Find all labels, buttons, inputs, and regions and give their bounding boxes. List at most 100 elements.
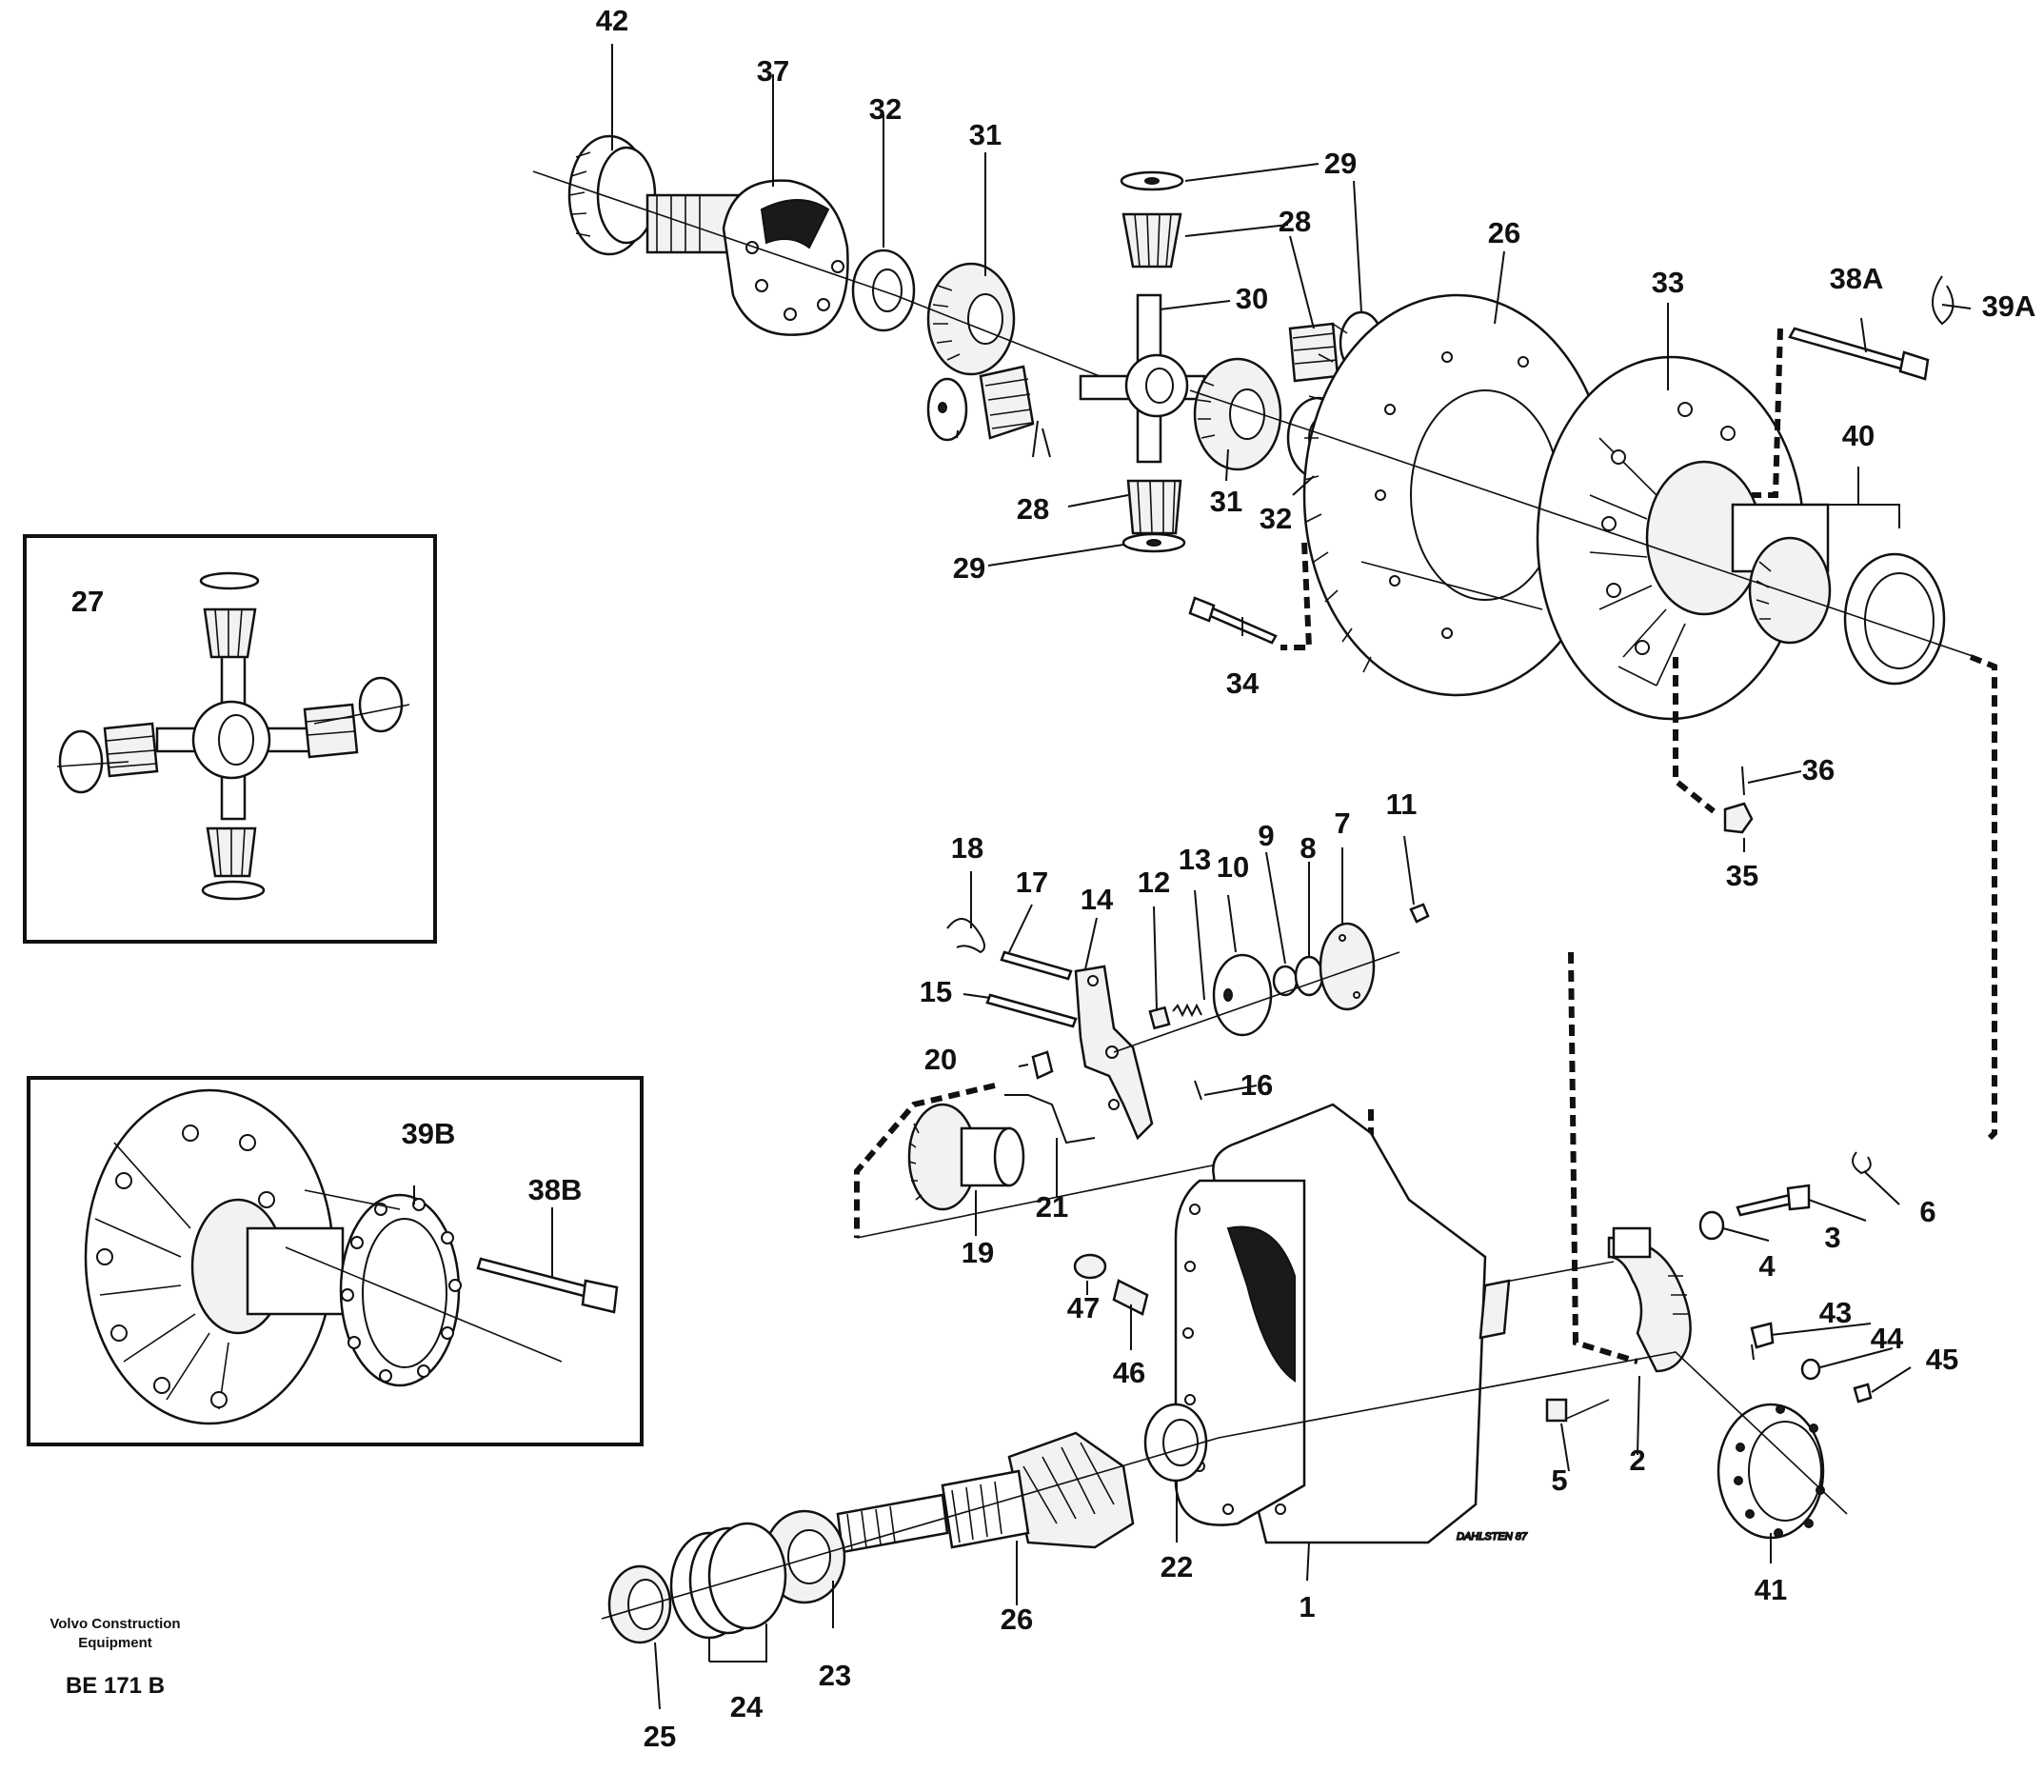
publisher-credit: Volvo Construction Equipment BE 171 B bbox=[50, 1616, 180, 1699]
label-30: 30 bbox=[1236, 282, 1268, 315]
part-24-shims bbox=[669, 1522, 787, 1640]
label-44: 44 bbox=[1871, 1322, 1904, 1355]
credit-line-1: Volvo Construction bbox=[50, 1616, 180, 1632]
label-26-bottom: 26 bbox=[1001, 1603, 1033, 1636]
label-10: 10 bbox=[1217, 850, 1249, 884]
part-8-o-ring bbox=[1294, 955, 1324, 997]
part-41-adjusting-nut bbox=[1717, 1403, 1825, 1540]
dashed-leader-35 bbox=[1673, 657, 1716, 814]
part-11-screw bbox=[1409, 903, 1430, 924]
dashed-leader-40 bbox=[1969, 654, 1997, 1141]
part-47-nut bbox=[1073, 1253, 1107, 1280]
label-11: 11 bbox=[1386, 787, 1418, 821]
label-9: 9 bbox=[1258, 819, 1274, 852]
part-39A-lock-wire bbox=[1932, 275, 1955, 326]
part-18-spring-clip bbox=[946, 918, 985, 954]
label-47: 47 bbox=[1067, 1291, 1100, 1324]
label-34: 34 bbox=[1226, 667, 1260, 700]
label-14: 14 bbox=[1081, 883, 1114, 916]
label-45: 45 bbox=[1926, 1343, 1958, 1376]
part-12-detent-block bbox=[1148, 1006, 1171, 1030]
label-6: 6 bbox=[1919, 1195, 1935, 1228]
label-33: 33 bbox=[1652, 266, 1684, 299]
credit-line-2: Equipment bbox=[78, 1635, 152, 1651]
label-37: 37 bbox=[757, 54, 789, 88]
label-29-top: 29 bbox=[1324, 147, 1357, 180]
part-20-set-screw bbox=[1031, 1050, 1054, 1080]
label-29-bottom: 29 bbox=[953, 551, 985, 585]
label-22: 22 bbox=[1161, 1550, 1193, 1583]
label-31-upper: 31 bbox=[969, 118, 1002, 151]
part-29-washer-bottom bbox=[1121, 532, 1186, 553]
part-46-pin bbox=[1112, 1279, 1149, 1316]
part-45-screw bbox=[1853, 1383, 1873, 1404]
label-39A: 39A bbox=[1982, 289, 2036, 323]
leader-lines bbox=[413, 44, 1972, 1710]
part-7-cover bbox=[1319, 922, 1376, 1011]
label-18: 18 bbox=[951, 831, 983, 865]
part-28-pinion-gear-left bbox=[979, 365, 1035, 440]
part-29-washer-top bbox=[1120, 170, 1184, 191]
label-3: 3 bbox=[1824, 1221, 1840, 1254]
label-36: 36 bbox=[1802, 753, 1835, 786]
part-13-spring bbox=[1172, 1003, 1202, 1018]
label-16: 16 bbox=[1240, 1068, 1273, 1102]
label-12: 12 bbox=[1138, 866, 1170, 899]
label-20: 20 bbox=[924, 1043, 957, 1076]
label-25: 25 bbox=[644, 1720, 676, 1753]
part-35-nut bbox=[1723, 802, 1754, 834]
part-31-side-gear-lower bbox=[1193, 357, 1282, 471]
label-21: 21 bbox=[1036, 1190, 1068, 1224]
axis-line-housing-right bbox=[1484, 1261, 1615, 1420]
part-36-pin bbox=[1741, 766, 1745, 796]
label-39B: 39B bbox=[402, 1117, 456, 1150]
drawing-mark: DAHLSTEN 87 bbox=[1457, 1531, 1528, 1543]
inset-spider-assembly bbox=[56, 571, 410, 901]
part-44-washer bbox=[1800, 1358, 1821, 1381]
label-42: 42 bbox=[596, 4, 628, 37]
label-28-upper: 28 bbox=[1279, 205, 1311, 238]
part-32-thrust-washer-upper bbox=[851, 249, 916, 332]
part-28-pinion-gear-top bbox=[1121, 212, 1182, 269]
part-29-washer-left bbox=[926, 377, 968, 442]
part-28-pinion-gear-lower bbox=[1126, 479, 1182, 535]
part-31-side-gear-upper bbox=[926, 262, 1016, 376]
label-40: 40 bbox=[1842, 419, 1875, 452]
part-15-pin bbox=[985, 993, 1078, 1028]
label-7: 7 bbox=[1334, 806, 1350, 840]
label-13: 13 bbox=[1179, 843, 1211, 876]
label-24: 24 bbox=[730, 1690, 764, 1723]
label-17: 17 bbox=[1016, 866, 1048, 899]
label-26-top: 26 bbox=[1488, 216, 1520, 249]
part-10-diaphragm bbox=[1212, 953, 1273, 1037]
part-34-bolt bbox=[1188, 596, 1278, 645]
part-26-drive-pinion bbox=[836, 1431, 1135, 1554]
dashed-leader-41 bbox=[1568, 951, 1638, 1364]
part-5-plug bbox=[1545, 1398, 1568, 1423]
part-26-crown-wheel bbox=[1302, 293, 1611, 697]
part-22-bearing bbox=[1143, 1403, 1208, 1483]
label-1: 1 bbox=[1299, 1590, 1315, 1623]
label-32-upper: 32 bbox=[869, 92, 902, 126]
label-5: 5 bbox=[1551, 1463, 1567, 1497]
label-4: 4 bbox=[1758, 1249, 1776, 1283]
label-43: 43 bbox=[1819, 1296, 1852, 1329]
part-9-piston bbox=[1272, 965, 1299, 997]
dashed-leader-34 bbox=[1280, 542, 1313, 650]
dashed-leader-38A bbox=[1752, 328, 1783, 498]
part-19-clutch-sleeve bbox=[907, 1103, 1025, 1211]
label-28-lower: 28 bbox=[1017, 492, 1049, 526]
axis-line-lower-case bbox=[1360, 561, 1657, 687]
label-2: 2 bbox=[1629, 1444, 1645, 1477]
part-33-differential-case bbox=[1536, 355, 1830, 721]
part-16-cotter-pin bbox=[1194, 1080, 1202, 1101]
label-41: 41 bbox=[1755, 1573, 1787, 1606]
label-35: 35 bbox=[1726, 859, 1758, 892]
part-3-bolt bbox=[1736, 1184, 1811, 1217]
part-21-shift-rod-bracket bbox=[1004, 1094, 1096, 1145]
label-27: 27 bbox=[71, 585, 104, 618]
label-32-lower: 32 bbox=[1260, 502, 1292, 535]
part-6-lock-wire bbox=[1852, 1151, 1872, 1175]
